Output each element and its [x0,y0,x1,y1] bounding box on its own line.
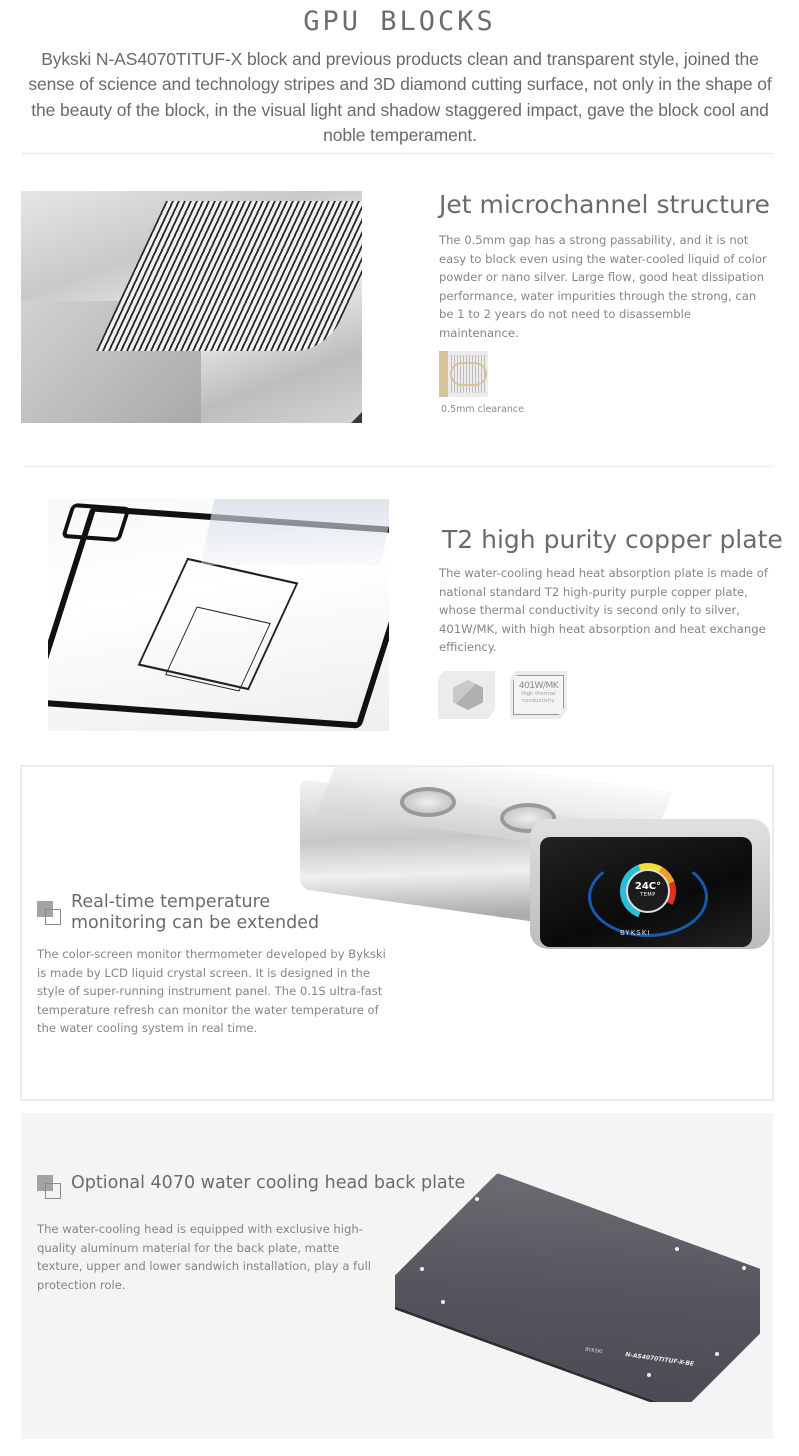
copper-plate-image [48,499,389,731]
fitting-port [400,787,456,817]
backplate-section-title: Optional 4070 water cooling head back pl… [71,1173,466,1193]
lcd-terminal-image: 24C° TEMP BYKSKI [300,767,772,957]
fitting-port [500,803,556,833]
badge-value: 401W/MK [518,681,559,691]
corner-mark [351,412,362,423]
backplate-section-body: The water-cooling head is equipped with … [37,1222,372,1292]
backplate-shape [395,1173,760,1402]
copper-section-body: The water-cooling head heat absorption p… [439,566,768,655]
temperature-gauge: 24C° TEMP [620,863,676,919]
backplate-image: BYKSKI N-AS4070TITUF-X-BE [395,1152,760,1402]
copper-section-title: T2 high purity copper plate [442,525,783,554]
cube-icon [438,671,495,719]
clearance-icon [439,351,488,397]
badge-label: High thermal conductivity [521,691,556,704]
monitor-section-body: The color-screen monitor thermometer dev… [37,947,386,1036]
monitor-section-title: Real-time temperature monitoring can be … [71,892,320,933]
thermal-conductivity-badge: 401W/MK High thermal conductivity [510,671,567,719]
microchannel-fins [96,201,362,351]
gauge-temperature: 24C° [634,881,662,892]
gauge-label: TEMP [640,892,656,898]
page-title: GPU BLOCKS [303,6,496,37]
title-marker-icon [37,1175,63,1201]
divider [23,153,773,154]
jet-microchannel-image [21,191,362,423]
divider [25,466,772,467]
clearance-caption: 0.5mm clearance [441,404,524,415]
intro-paragraph: Bykski N-AS4070TITUF-X block and previou… [28,49,772,145]
jet-section-title: Jet microchannel structure [439,190,770,219]
jet-section-body: The 0.5mm gap has a strong passability, … [439,233,767,340]
lcd-brand: BYKSKI [620,929,651,937]
title-marker-icon [37,901,63,927]
